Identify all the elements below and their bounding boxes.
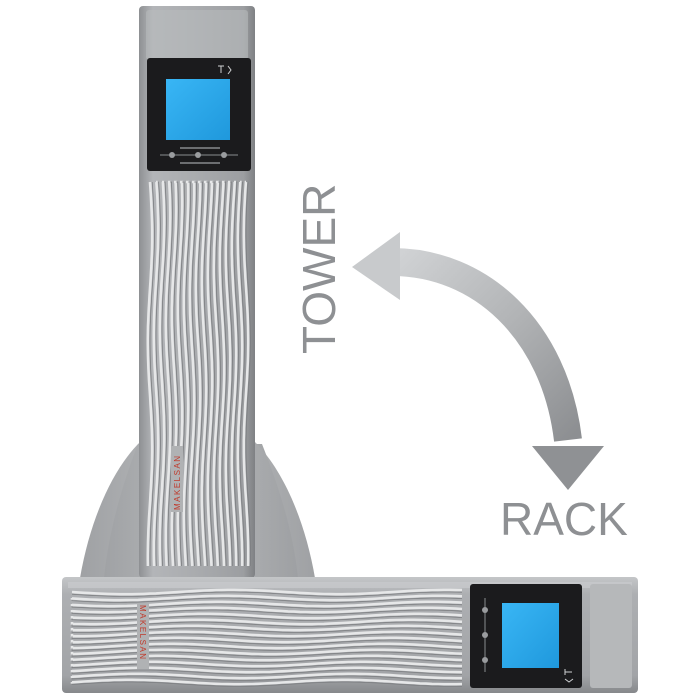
tower-lcd-screen (166, 79, 230, 140)
ups-tower-unit: MAKELSAN (80, 6, 315, 578)
vent-slat (70, 666, 463, 674)
tower-brand-logo: MAKELSAN (173, 454, 182, 510)
vent-slat-shadow (215, 181, 221, 567)
vent-slat (70, 630, 463, 638)
vent-slat-shadow (71, 663, 463, 669)
vent-slat (70, 612, 463, 620)
vent-slat-shadow (227, 181, 233, 567)
vent-slat (70, 636, 463, 644)
vent-slat (218, 180, 226, 567)
vent-slat-shadow (203, 181, 209, 567)
vent-slat (224, 180, 232, 567)
vent-slat-shadow (149, 181, 155, 567)
tower-panel-buttons (160, 147, 238, 164)
vent-slat (236, 180, 244, 566)
vent-slat (182, 180, 190, 567)
vent-slat-shadow (209, 181, 215, 567)
vent-slat (70, 654, 463, 662)
vent-slat-shadow (71, 675, 462, 681)
vent-slat (158, 180, 166, 567)
vent-slat (70, 600, 463, 608)
vent-slat-shadow (71, 633, 463, 639)
vent-slat (146, 181, 154, 567)
vent-slat-shadow (71, 591, 463, 597)
vent-slat (194, 180, 202, 567)
vent-slat-shadow (71, 609, 463, 615)
vent-slat (212, 180, 220, 567)
vent-slat-shadow (185, 181, 191, 567)
curved-double-arrow-icon (352, 232, 604, 490)
vent-slat (70, 660, 463, 668)
rack-panel-buttons (482, 598, 488, 672)
vent-slat-shadow (197, 181, 203, 567)
rack-status-indicator-icon (564, 669, 574, 683)
vent-slat (71, 588, 463, 596)
rack-vent-grille (70, 588, 463, 687)
vent-slat (70, 606, 463, 614)
vent-slat-shadow (71, 681, 463, 687)
vent-slat-shadow (71, 627, 463, 633)
vent-slat-shadow (155, 181, 161, 567)
vent-slat (70, 678, 463, 686)
vent-slat-shadow (239, 181, 245, 566)
vent-slat (70, 624, 463, 632)
vent-slat (164, 180, 172, 567)
vent-slat (70, 594, 463, 602)
vent-slat (70, 648, 463, 656)
ups-rack-unit: MAKELSAN (62, 577, 638, 693)
vent-slat (70, 642, 463, 650)
vent-slat (70, 672, 462, 680)
rack-label: RACK (500, 493, 628, 545)
vent-slat-shadow (221, 181, 227, 567)
vent-slat (200, 180, 208, 567)
tower-label: TOWER (293, 184, 345, 354)
vent-slat-shadow (71, 651, 463, 657)
vent-slat-shadow (161, 181, 167, 567)
vent-slat-shadow (71, 621, 463, 627)
rack-lcd-screen (502, 603, 559, 668)
vent-slat-shadow (71, 639, 463, 645)
vent-slat-shadow (245, 181, 251, 567)
vent-slat-shadow (71, 657, 463, 663)
vent-slat (242, 180, 250, 567)
vent-slat-shadow (71, 615, 463, 621)
status-indicator-icon (218, 65, 232, 75)
vent-slat-shadow (167, 181, 173, 567)
vent-slat-shadow (71, 669, 463, 675)
vent-slat-shadow (233, 181, 239, 567)
vent-slat-shadow (71, 597, 463, 603)
vent-slat-shadow (71, 603, 463, 609)
vent-slat (188, 180, 196, 567)
rack-end-panel (590, 584, 632, 688)
vent-slat (230, 180, 238, 567)
vent-slat-shadow (71, 645, 463, 651)
vent-slat (206, 180, 214, 567)
vent-slat (70, 618, 463, 626)
rack-brand-logo: MAKELSAN (138, 605, 147, 661)
vent-slat-shadow (191, 181, 197, 567)
vent-slat (152, 180, 160, 567)
